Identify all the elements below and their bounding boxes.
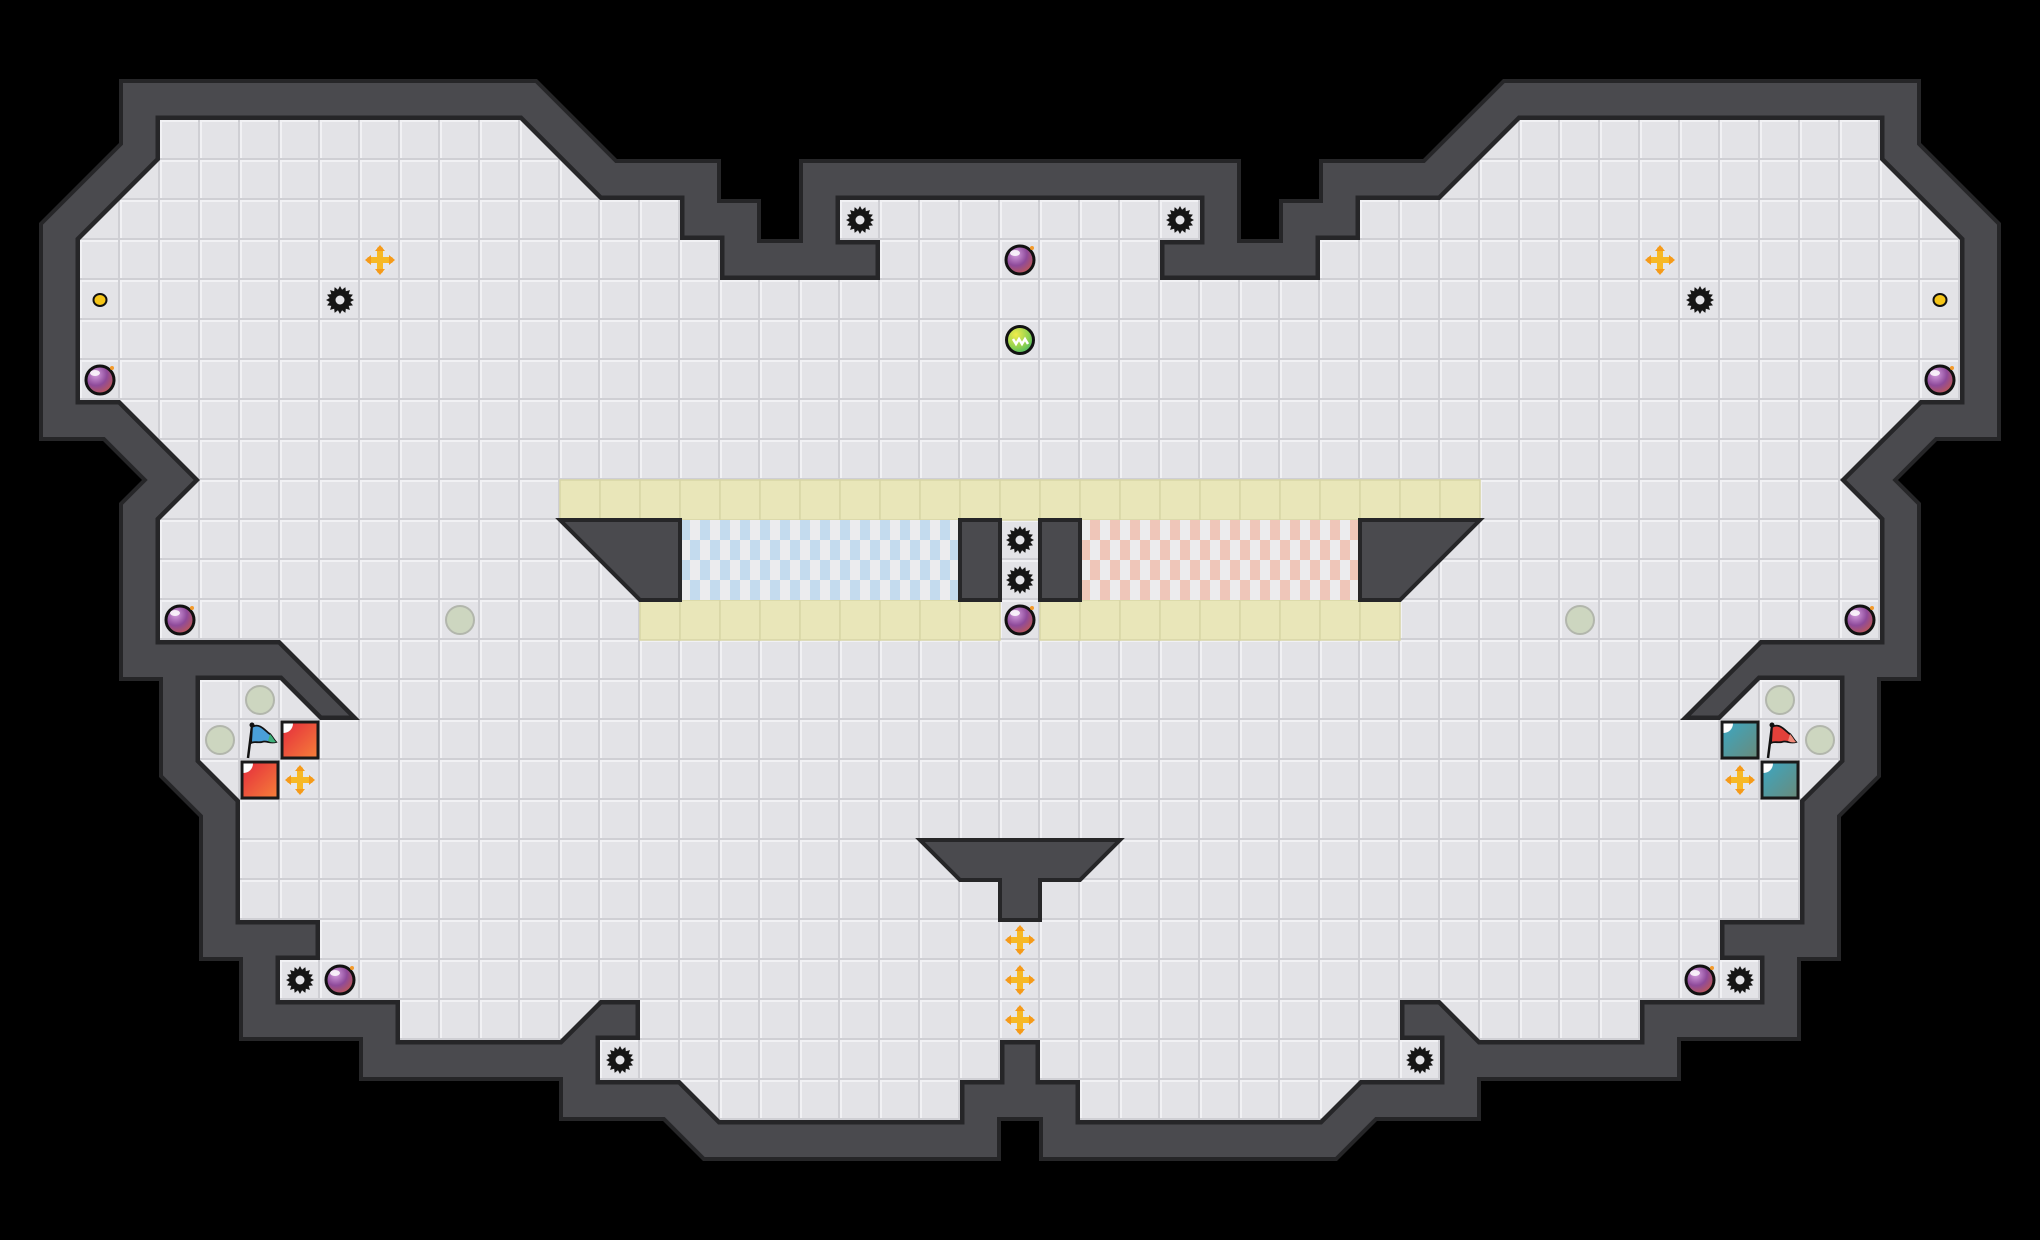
neutral-speed-tile [1119,479,1161,521]
red-gate [1080,520,1360,600]
boost-icon [1725,765,1755,795]
portal-icon [245,685,275,715]
neutral-speed-tile [1199,479,1241,521]
blue-gate [680,520,960,600]
neutral-speed-tile [799,479,841,521]
blue-flag-icon [246,722,278,759]
blue-endzone-tile [1720,720,1760,760]
portal-icon [205,725,235,755]
bomb-icon [1004,604,1036,636]
boost-icon [1645,245,1675,275]
neutral-speed-tile [759,479,801,521]
neutral-speed-tile [719,599,761,641]
bomb-icon [1844,604,1876,636]
boost-icon [285,765,315,795]
powerup-ball-icon [1005,325,1035,355]
token-icon [1932,293,1948,307]
wall-pillar-left [958,518,1002,602]
neutral-speed-tile [679,479,721,521]
inner-walls [555,518,1485,922]
neutral-speed-tile [1119,599,1161,641]
wall-pillar-right [1038,518,1082,602]
bomb-icon [324,964,356,996]
boost-icon [1005,925,1035,955]
spike-icon [326,286,354,314]
neutral-speed-tile [1319,479,1361,521]
neutral-speed-tile [1039,599,1081,641]
wall-trapezoid-right [1358,518,1485,602]
neutral-speed-tile [999,479,1041,521]
neutral-speed-tile [1239,599,1281,641]
neutral-speed-tile [759,599,801,641]
neutral-speed-tile [1239,479,1281,521]
portal-icon [1765,685,1795,715]
blue-endzone-tile [1760,760,1800,800]
neutral-speed-tile [1079,599,1121,641]
neutral-speed-tile [919,479,961,521]
portal-icon [445,605,475,635]
bomb-icon [1684,964,1716,996]
neutral-speed-tile [1359,479,1401,521]
neutral-speed-tile [919,599,961,641]
spike-icon [846,206,874,234]
neutral-speed-tile [1159,599,1201,641]
neutral-speed-tile [799,599,841,641]
spike-icon [1006,566,1034,594]
spike-icon [1166,206,1194,234]
wall-trapezoid-left [555,518,682,602]
neutral-speed-tile [679,599,721,641]
neutral-speed-tile [1079,479,1121,521]
neutral-speed-tile [599,479,641,521]
neutral-speed-tile [1159,479,1201,521]
spike-icon [1006,526,1034,554]
neutral-speed-tile [719,479,761,521]
neutral-speed-tile [559,479,601,521]
neutral-speed-tile [1039,479,1081,521]
red-endzone-tile [240,760,280,800]
spike-icon [1686,286,1714,314]
neutral-speed-tile [1279,479,1321,521]
token-icon [92,293,108,307]
neutral-speed-tile [879,599,921,641]
neutral-speed-tile [959,479,1001,521]
red-endzone-tile [280,720,320,760]
spike-icon [1726,966,1754,994]
bomb-icon [84,364,116,396]
neutral-speed-tile [1439,479,1481,521]
wall-t-shape [915,838,1125,922]
map-entities [84,206,1956,1074]
boost-icon [365,245,395,275]
neutral-speed-tile [839,479,881,521]
neutral-speed-tile [1319,599,1361,641]
spike-icon [1406,1046,1434,1074]
boost-icon [1005,1005,1035,1035]
boost-icon [1005,965,1035,995]
neutral-speed-tile [959,599,1001,641]
neutral-speed-tile [639,599,681,641]
spike-icon [286,966,314,994]
special-tiles [559,479,1481,641]
neutral-speed-tile [839,599,881,641]
neutral-speed-tile [1199,599,1241,641]
neutral-speed-tile [639,479,681,521]
red-flag-icon [1766,722,1798,759]
neutral-speed-tile [1279,599,1321,641]
portal-icon [1565,605,1595,635]
neutral-speed-tile [879,479,921,521]
bomb-icon [164,604,196,636]
neutral-speed-tile [1399,479,1441,521]
bomb-icon [1004,244,1036,276]
portal-icon [1805,725,1835,755]
spike-icon [606,1046,634,1074]
neutral-speed-tile [1359,599,1401,641]
bomb-icon [1924,364,1956,396]
